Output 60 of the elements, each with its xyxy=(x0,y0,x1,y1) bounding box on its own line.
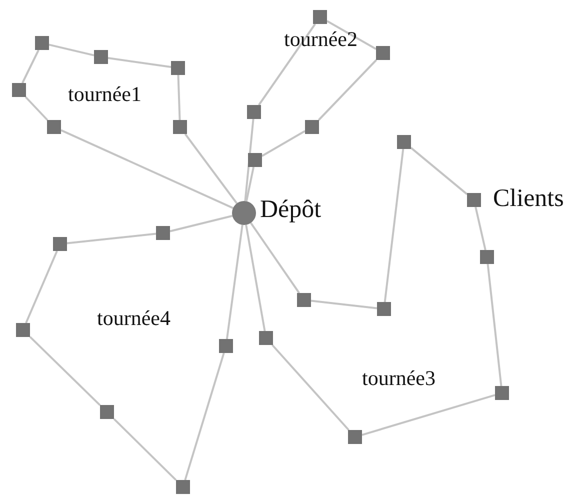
route-line xyxy=(486,264,502,386)
client-square xyxy=(219,339,233,353)
client-square xyxy=(35,36,49,50)
client-square xyxy=(100,405,114,419)
route-line xyxy=(177,74,181,120)
client-square xyxy=(171,61,185,75)
route-line xyxy=(60,129,234,209)
route-line xyxy=(384,148,404,302)
client-square xyxy=(297,293,311,307)
client-square xyxy=(248,153,262,167)
client-square xyxy=(247,105,261,119)
route-line xyxy=(184,352,225,480)
client-square xyxy=(480,250,494,264)
client-square xyxy=(94,50,108,64)
route-line xyxy=(226,224,244,340)
route-line xyxy=(362,394,496,436)
client-square xyxy=(53,237,67,251)
client-square xyxy=(156,226,170,240)
client-square xyxy=(376,46,390,60)
route-line xyxy=(310,300,378,310)
client-square xyxy=(348,430,362,444)
route-line xyxy=(184,133,238,204)
route-label: tournée4 xyxy=(97,308,170,329)
node-label: Clients xyxy=(493,186,564,211)
client-square xyxy=(467,193,481,207)
client-square xyxy=(259,331,273,345)
route-line xyxy=(245,224,266,332)
client-square xyxy=(176,480,190,494)
client-square xyxy=(47,120,61,134)
route-line xyxy=(244,118,254,202)
route-line xyxy=(250,222,300,294)
route-line xyxy=(262,130,306,157)
node-label: Dépôt xyxy=(260,197,322,222)
route-line xyxy=(410,147,468,195)
route-label: tournée2 xyxy=(284,29,358,50)
route-line xyxy=(318,59,377,121)
client-square xyxy=(305,120,319,134)
client-square xyxy=(173,120,187,134)
client-square xyxy=(16,323,30,337)
route-line xyxy=(24,96,48,121)
route-line xyxy=(48,44,94,56)
route-label: tournée3 xyxy=(362,368,436,389)
client-square xyxy=(397,135,411,149)
client-square xyxy=(313,10,327,24)
route-line xyxy=(22,50,40,84)
route-line xyxy=(29,336,101,406)
route-line xyxy=(474,206,486,250)
route-line xyxy=(25,250,58,324)
route-line xyxy=(108,57,172,68)
route-label: tournée1 xyxy=(68,84,142,105)
route-line xyxy=(170,214,233,232)
route-line xyxy=(66,232,156,244)
client-square xyxy=(377,302,391,316)
route-line xyxy=(113,418,177,481)
route-line xyxy=(326,20,376,50)
client-square xyxy=(495,386,509,400)
route-line xyxy=(245,166,255,202)
client-square xyxy=(12,83,26,97)
route-line xyxy=(272,344,350,431)
route-line xyxy=(258,23,316,106)
